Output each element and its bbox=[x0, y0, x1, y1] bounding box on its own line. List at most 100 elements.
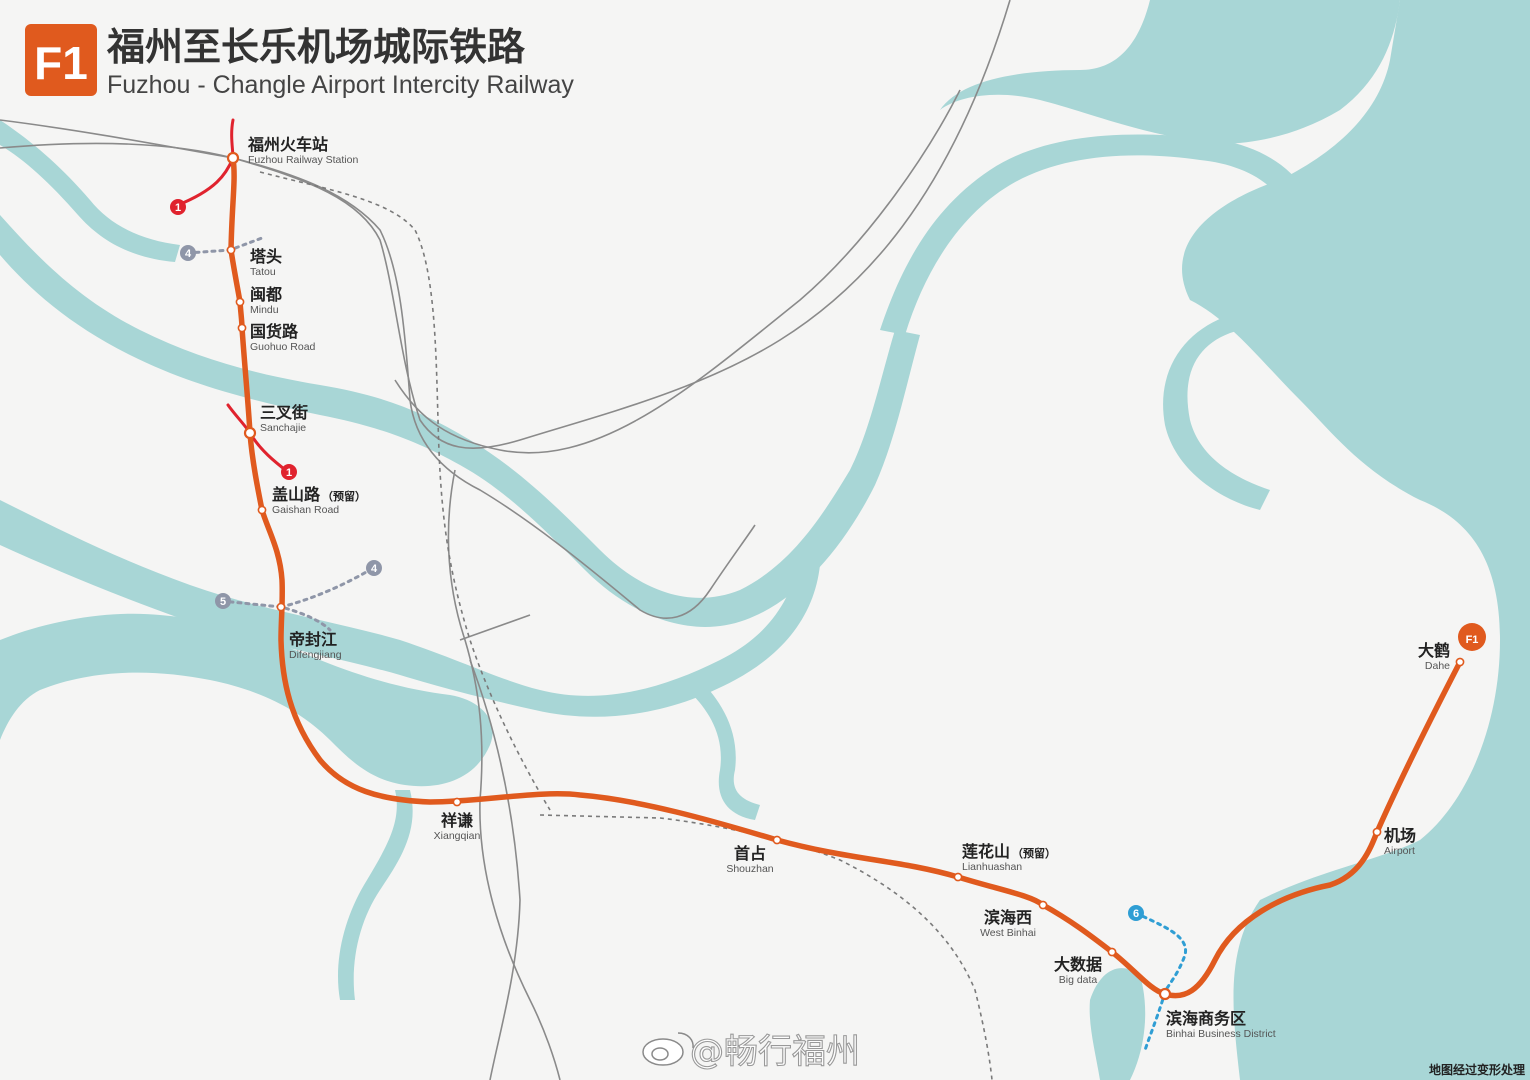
footnote: 地图经过变形处理 bbox=[1429, 1062, 1525, 1077]
transfer-badges-layer: 1 4 1 5 4 6 F1 bbox=[170, 199, 1486, 921]
transfer-badge-line-5[interactable]: 5 bbox=[215, 593, 231, 609]
transfer-badge-line-1[interactable]: 1 bbox=[170, 199, 186, 215]
station-dot[interactable] bbox=[1107, 947, 1117, 957]
badge-label: 4 bbox=[371, 563, 378, 575]
planned-rail-2 bbox=[539, 814, 993, 1080]
station-dot[interactable] bbox=[226, 151, 240, 165]
station-name-en: Lianhuashan bbox=[962, 861, 1022, 873]
river-channel-north bbox=[880, 134, 1320, 510]
line-4-south bbox=[279, 566, 375, 609]
station-name-cn: 国货路 bbox=[250, 322, 299, 341]
station-name-en: Guohuo Road bbox=[250, 341, 316, 353]
station-name-en: Xiangqian bbox=[434, 830, 481, 842]
station-dot[interactable] bbox=[243, 426, 257, 440]
station-name-cn: 塔头 bbox=[250, 247, 282, 266]
station-dot[interactable] bbox=[235, 297, 245, 307]
station-dot[interactable] bbox=[1372, 827, 1382, 837]
transfer-badge-line-4[interactable]: 4 bbox=[180, 245, 196, 261]
badge-circle bbox=[1458, 623, 1486, 651]
badge-label: 6 bbox=[1133, 908, 1139, 920]
station-name-en: Tatou bbox=[250, 266, 276, 278]
station-dot[interactable] bbox=[452, 797, 462, 807]
station-gaishan-road[interactable]: 盖山路（预留）Gaishan Road bbox=[257, 485, 366, 516]
rail-2 bbox=[0, 142, 234, 159]
station-name-en: Dahe bbox=[1425, 660, 1450, 672]
national-railways bbox=[0, 0, 1011, 1080]
title-block: F1 福州至长乐机场城际铁路 Fuzhou - Changle Airport … bbox=[25, 24, 574, 99]
station-name-cn: 机场 bbox=[1384, 826, 1416, 845]
station-name-cn: 盖山路（预留） bbox=[272, 485, 366, 504]
station-dot[interactable] bbox=[953, 872, 963, 882]
north-bay bbox=[940, 0, 1400, 144]
transfer-badge-line-1[interactable]: 1 bbox=[281, 464, 297, 480]
station-lianhuashan[interactable]: 莲花山（预留）Lianhuashan bbox=[953, 842, 1056, 882]
station-name-cn: 帝封江 bbox=[289, 630, 337, 649]
watermark-text: @畅行福州 bbox=[690, 1032, 860, 1072]
station-name-cn: 首占 bbox=[734, 844, 766, 863]
badge-label: F1 bbox=[1466, 634, 1479, 646]
title-en: Fuzhou - Changle Airport Intercity Railw… bbox=[107, 71, 574, 99]
station-name-en: West Binhai bbox=[980, 927, 1036, 939]
station-name-en: Shouzhan bbox=[726, 863, 773, 875]
binhai-estuary bbox=[1089, 968, 1146, 1080]
station-dot[interactable] bbox=[237, 323, 247, 333]
station-name-cn: 滨海商务区 bbox=[1166, 1009, 1246, 1028]
station-dot[interactable] bbox=[276, 602, 286, 612]
badge-circle bbox=[1128, 905, 1144, 921]
transfer-badge-line-6[interactable]: 6 bbox=[1128, 905, 1144, 921]
station-name-en: Mindu bbox=[250, 304, 279, 316]
rail-3 bbox=[232, 0, 1011, 449]
line-f1-route bbox=[228, 155, 1463, 999]
nw-tributary bbox=[0, 120, 180, 262]
badge-circle bbox=[170, 199, 186, 215]
badge-label: 1 bbox=[286, 467, 292, 479]
badge-label: 4 bbox=[185, 248, 192, 260]
line-6 bbox=[1134, 911, 1187, 1052]
station-dot[interactable] bbox=[1158, 987, 1172, 1001]
sea bbox=[1182, 0, 1530, 1080]
station-dot[interactable] bbox=[1038, 900, 1048, 910]
title-badge bbox=[25, 24, 97, 96]
rail-6 bbox=[447, 469, 561, 1080]
rail-5 bbox=[459, 614, 531, 641]
station-note: （预留） bbox=[1012, 846, 1056, 860]
xiangqian-channel bbox=[338, 790, 413, 1000]
rail-7 bbox=[469, 659, 521, 1080]
rail-1 bbox=[0, 119, 756, 619]
station-dot[interactable] bbox=[226, 245, 236, 255]
station-name-cn: 大数据 bbox=[1054, 955, 1102, 974]
station-name-en: Big data bbox=[1059, 974, 1098, 986]
transfer-lines bbox=[176, 118, 1187, 1052]
transfer-badge-line-F1[interactable]: F1 bbox=[1458, 623, 1486, 651]
badge-label: 5 bbox=[220, 596, 226, 608]
south-river-arm bbox=[0, 500, 820, 717]
station-dot[interactable] bbox=[772, 835, 782, 845]
badge-circle bbox=[215, 593, 231, 609]
station-name-cn: 闽都 bbox=[250, 285, 282, 304]
rail-4 bbox=[394, 89, 961, 454]
station-name-en: Sanchajie bbox=[260, 422, 306, 434]
station-dot[interactable] bbox=[1455, 657, 1465, 667]
station-dot[interactable] bbox=[257, 505, 267, 515]
station-name-en: Fuzhou Railway Station bbox=[248, 154, 358, 166]
station-name-cn: 滨海西 bbox=[984, 908, 1032, 927]
station-name-en: Binhai Business District bbox=[1166, 1028, 1276, 1040]
badge-circle bbox=[281, 464, 297, 480]
planned-rail-1 bbox=[259, 171, 551, 811]
transfer-badge-line-4[interactable]: 4 bbox=[366, 560, 382, 576]
